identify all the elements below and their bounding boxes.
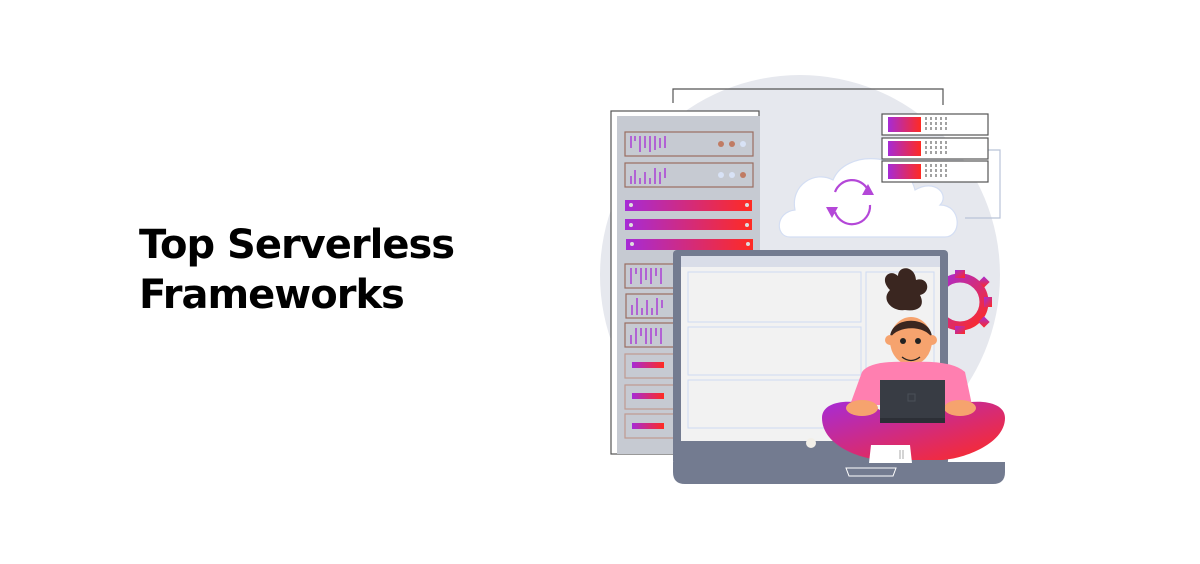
storage-units-icon [881,113,989,183]
title-line-1: Top Serverless [139,222,455,268]
title-line-2: Frameworks [139,272,405,318]
page-title: Top Serverless Frameworks [139,220,455,320]
person-with-laptop-icon [822,268,1005,463]
cloud-sync-icon [778,158,958,238]
